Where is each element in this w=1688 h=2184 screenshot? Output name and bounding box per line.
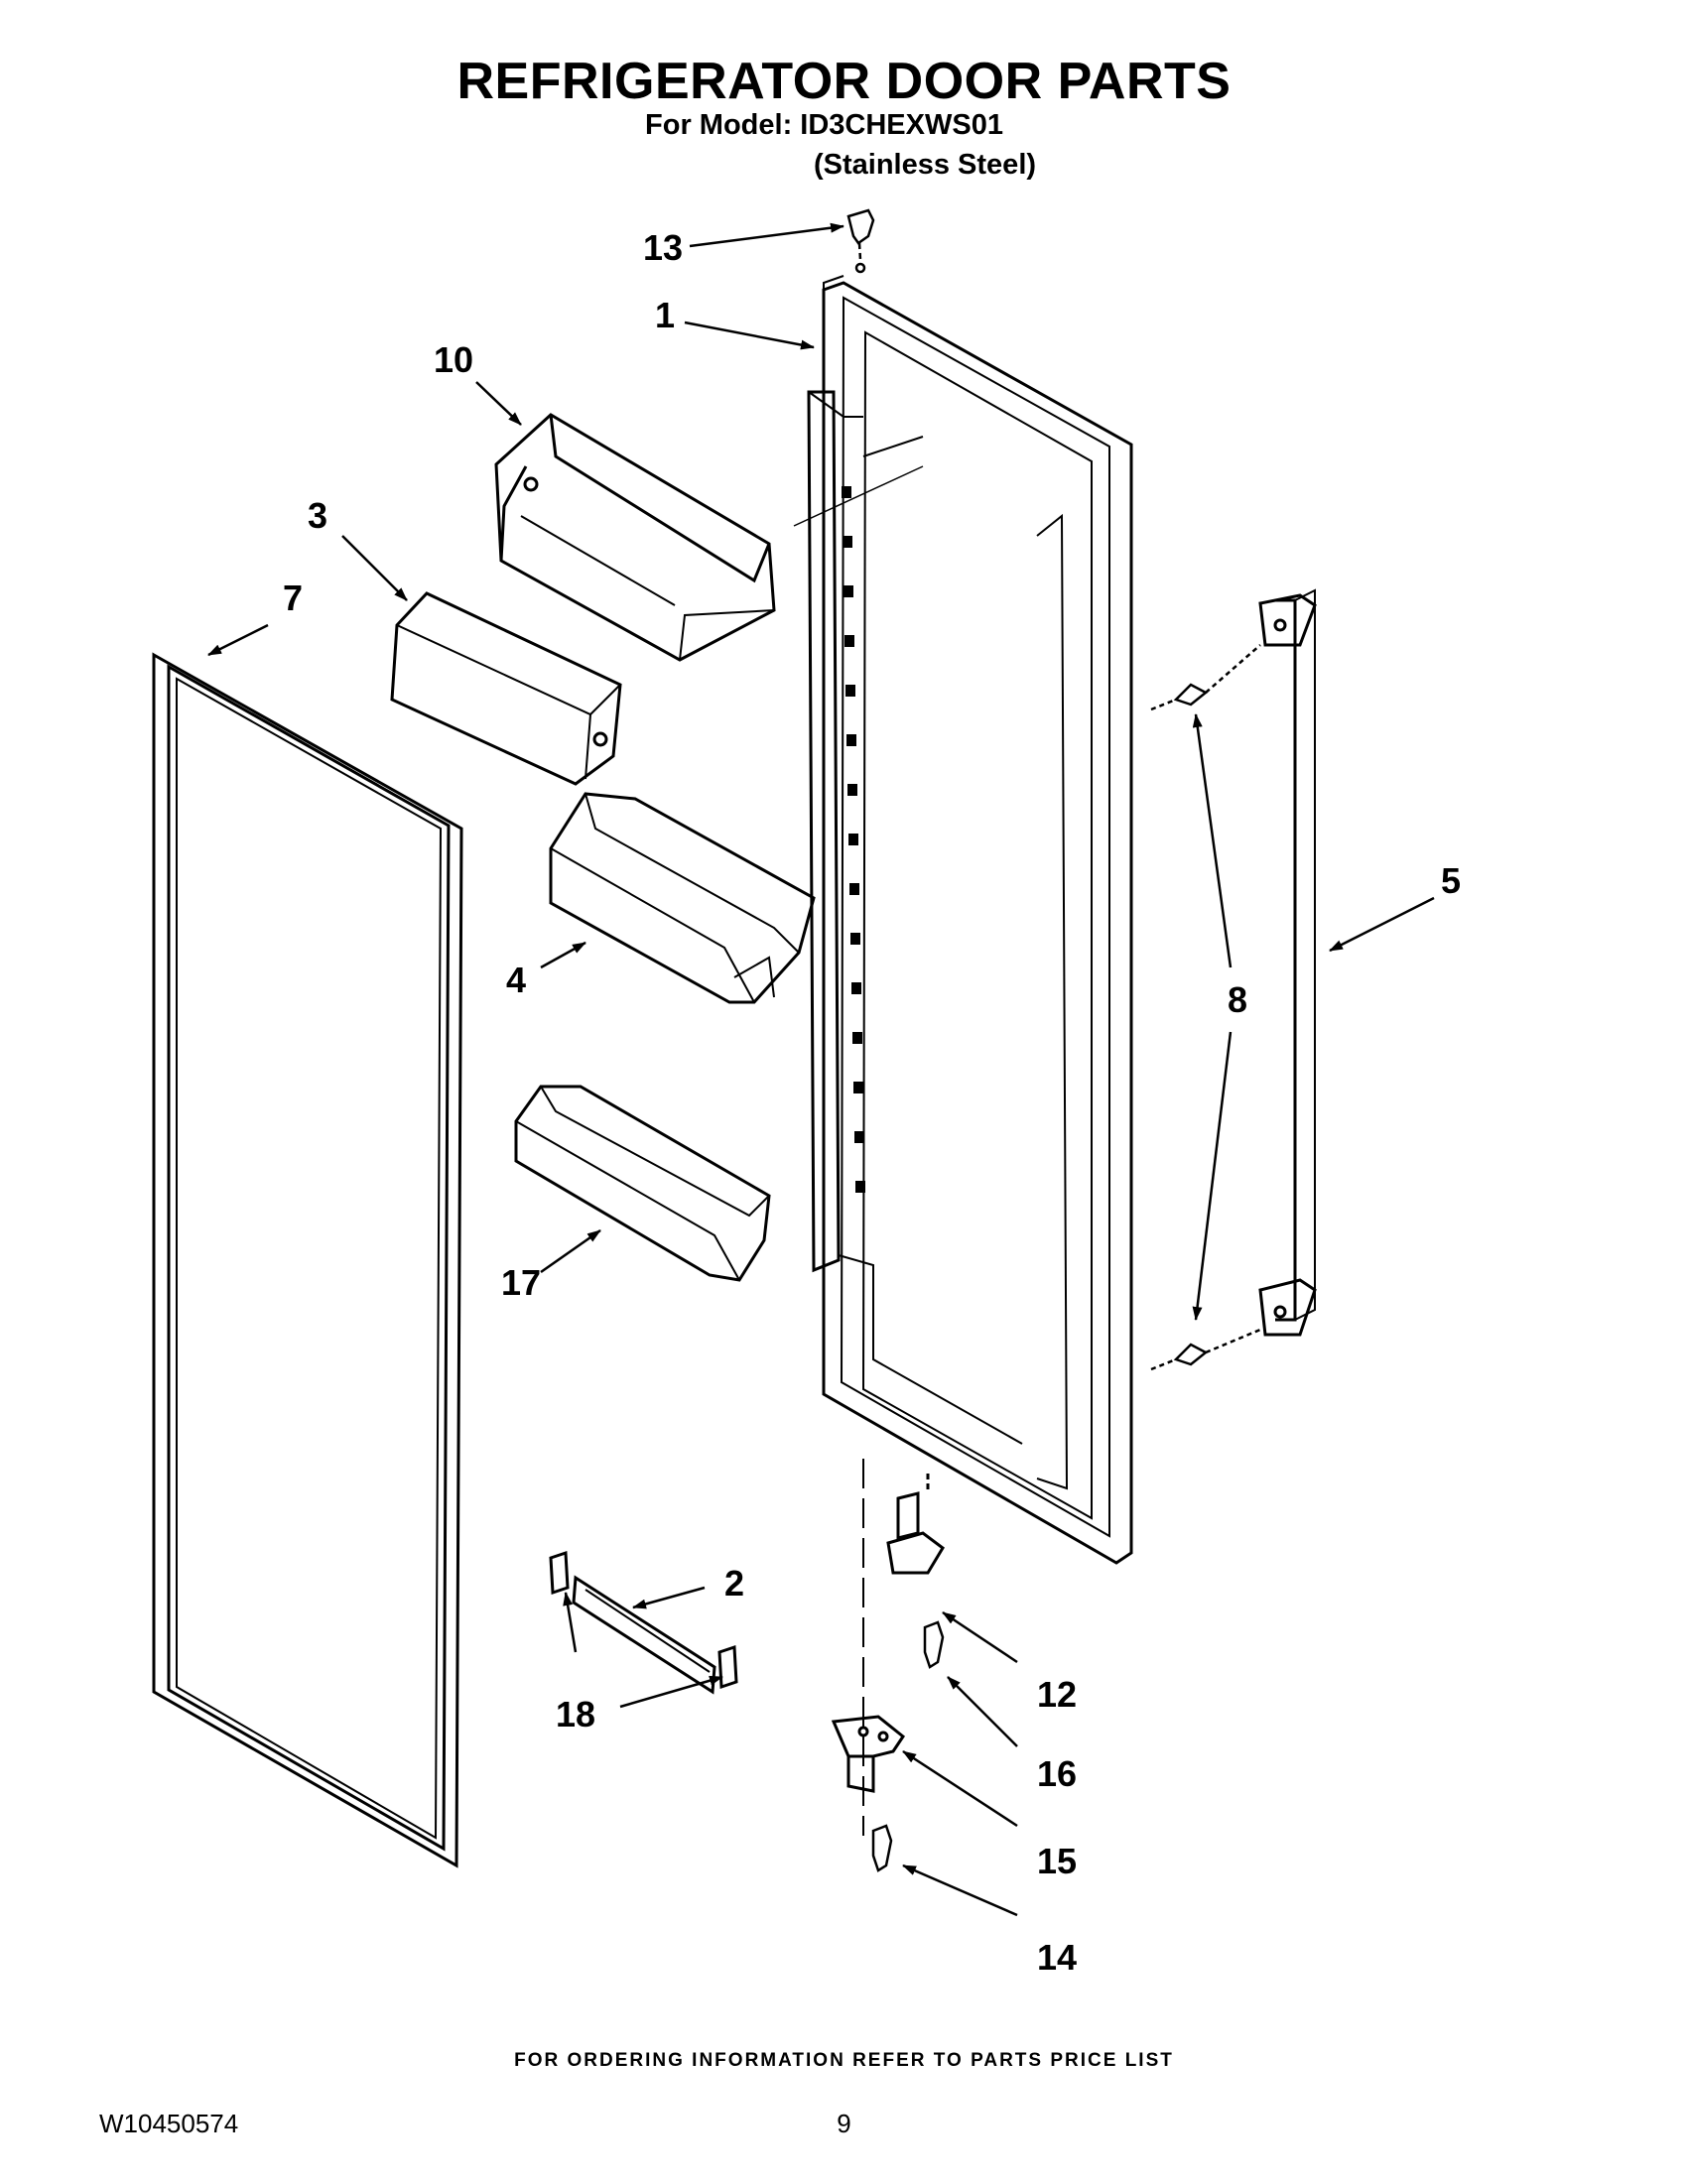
top-hinge-plug [846,208,875,274]
callout-5: 5 [1441,860,1461,901]
page-title: REFRIGERATOR DOOR PARTS [456,53,1232,110]
callout-7: 7 [283,578,303,618]
trim-bracket [549,1550,738,1695]
callout-10: 10 [434,339,473,380]
shelf-support-slots [842,486,865,1193]
dairy-compartment [494,413,776,662]
finish-label: (Stainless Steel) [814,149,1037,181]
door-handle [1258,588,1317,1337]
hinge-screw-14 [871,1824,893,1872]
document-number: W10450574 [99,2109,239,2138]
ordering-note: FOR ORDERING INFORMATION REFER TO PARTS … [514,2050,1174,2071]
callout-13: 13 [643,227,683,268]
model-line: For Model: ID3CHEXWS01 [0,109,1688,142]
bottom-hinge-bracket [831,1715,906,1793]
door-bin [549,792,816,1004]
handle-screws [1150,644,1261,1371]
small-door-bin [514,1085,771,1282]
callout-14: 14 [1037,1937,1077,1978]
callout-2: 2 [724,1563,744,1604]
callout-18: 18 [556,1694,595,1734]
callout-17: 17 [501,1262,541,1303]
bottom-hinge-pin [886,1474,945,1575]
callout-1: 1 [655,295,675,335]
dairy-door [390,591,622,786]
callout-4: 4 [506,960,526,1000]
hinge-screw-16 [923,1620,945,1669]
door-assembly [793,275,1133,1565]
callout-8: 8 [1228,979,1247,1020]
callout-15: 15 [1037,1841,1077,1881]
page-number: 9 [837,2109,851,2138]
door-gasket [152,652,463,1868]
callout-16: 16 [1037,1753,1077,1794]
callout-3: 3 [308,495,327,536]
model-text: For Model: ID3CHEXWS01 [645,109,1003,141]
leader-arrows [207,222,1435,1917]
callout-12: 12 [1037,1674,1077,1715]
